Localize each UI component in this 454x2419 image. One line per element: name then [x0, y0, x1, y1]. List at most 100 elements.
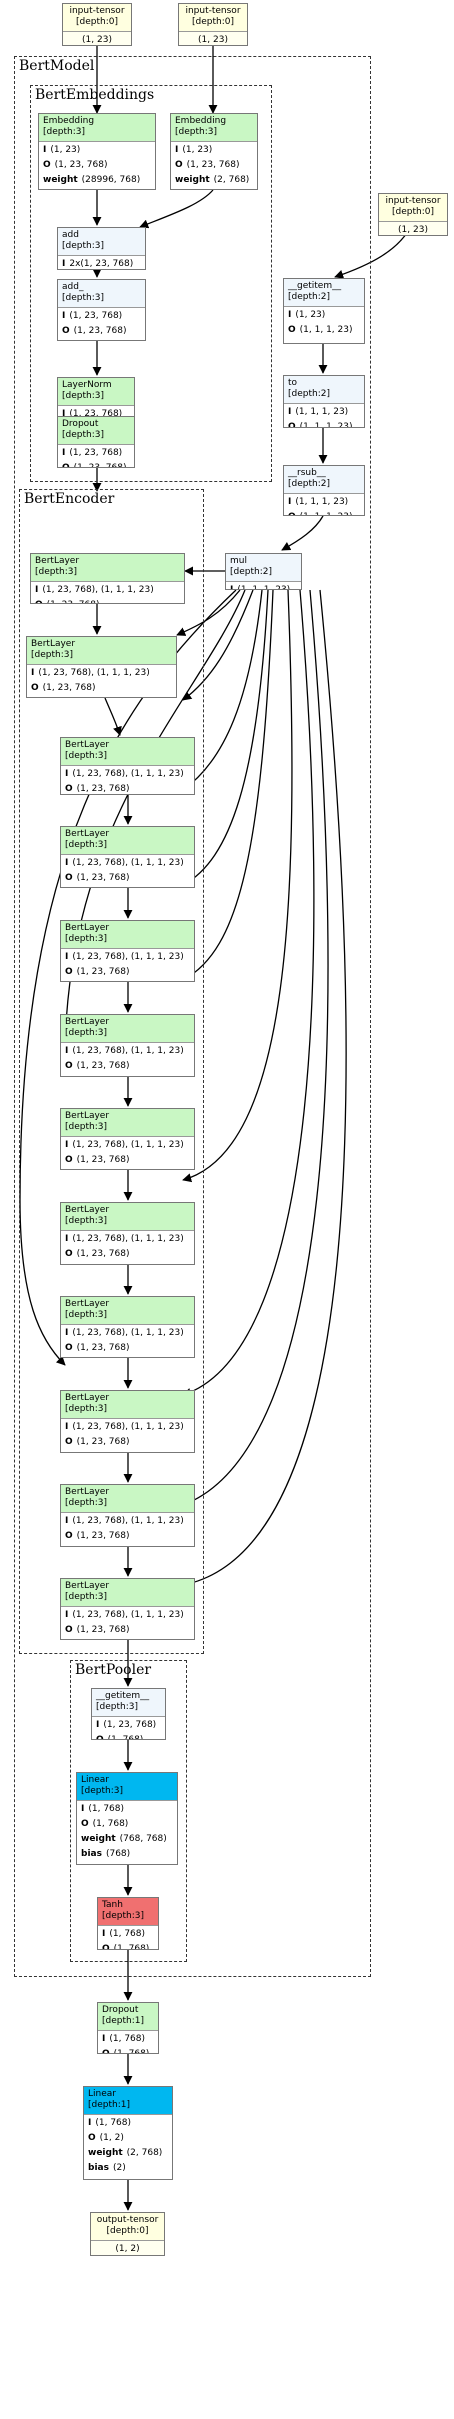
node-depth: [depth:3] [65, 934, 107, 944]
row-key: O [81, 1819, 89, 1829]
row-value: (1, 1, 1, 23) [237, 585, 291, 590]
edge-mul-bl2 [176, 589, 241, 636]
node-row: O(1, 2) [84, 2130, 172, 2145]
node-depth: [depth:3] [65, 1028, 107, 1038]
node-header: BertLayer[depth:3] [31, 554, 184, 582]
row-key: O [35, 600, 43, 603]
row-key: I [65, 769, 69, 779]
row-value: (1, 23, 768) [54, 160, 108, 170]
row-value: (1, 23) [295, 310, 326, 320]
node-depth: [depth:3] [62, 430, 104, 440]
node-row: O(1, 768) [92, 1732, 165, 1740]
bertlayer-node: BertLayer[depth:3]I(1, 23, 768), (1, 1, … [60, 1484, 195, 1547]
node-row: I(1, 1, 1, 23) [284, 404, 364, 419]
row-value: (1, 768) [88, 1804, 125, 1814]
row-key: I [102, 1929, 106, 1939]
node-header: BertLayer[depth:3] [61, 1579, 194, 1607]
node-header: Dropout[depth:1] [98, 2003, 158, 2031]
node-header: __getitem__[depth:2] [284, 279, 364, 307]
edge-mul-bl4 [182, 589, 263, 791]
node-title: BertLayer [65, 829, 110, 839]
node-row: I(1, 23) [171, 142, 257, 157]
node-row: I(1, 23, 768), (1, 1, 1, 23) [61, 855, 194, 870]
row-key: O [65, 873, 73, 883]
node-row: I(1, 23, 768), (1, 1, 1, 23) [61, 1607, 194, 1622]
edge-mul-bl5 [182, 589, 269, 886]
node-depth: [depth:3] [31, 650, 73, 660]
node-row: weight(2, 768) [171, 172, 257, 187]
row-value: (2, 768) [126, 2148, 163, 2158]
node-row: I(1, 23, 768), (1, 1, 1, 23) [61, 1137, 194, 1152]
bertlayer-node: BertLayer[depth:3]I(1, 23, 768), (1, 1, … [60, 1390, 195, 1453]
node-depth: [depth:3] [65, 1404, 107, 1414]
node-title: BertLayer [31, 639, 76, 649]
node-depth: [depth:3] [62, 391, 104, 401]
row-key: O [175, 160, 183, 170]
node-row: O(1, 23, 768) [61, 1058, 194, 1073]
node-row: O(1, 23, 768) [61, 1246, 194, 1261]
node-row: I(1, 768) [98, 1926, 158, 1941]
node-row: O(1, 23, 768) [61, 781, 194, 794]
bertlayer-node: BertLayer[depth:3]I(1, 23, 768), (1, 1, … [60, 826, 195, 888]
node-row: I(1, 23) [284, 307, 364, 322]
row-key: O [65, 1061, 73, 1071]
node-depth: [depth:2] [288, 292, 330, 302]
node-title: add_ [62, 282, 84, 292]
row-key: I [65, 1610, 69, 1620]
row-key: O [62, 463, 70, 468]
node-depth: [depth:3] [62, 293, 104, 303]
node-title: input-tensor [185, 6, 241, 16]
bertlayer-node: BertLayer[depth:3]I(1, 23, 768), (1, 1, … [60, 1014, 195, 1077]
row-value: (1, 23) [182, 145, 213, 155]
node-row: (1, 2) [91, 2241, 164, 2255]
node-row: (1, 23) [179, 32, 247, 45]
row-key: I [65, 1422, 69, 1432]
row-value: (768) [105, 1849, 131, 1859]
row-value: (1, 23, 768), (1, 1, 1, 23) [72, 1610, 184, 1620]
node-depth: [depth:1] [102, 2016, 144, 2026]
node-header: Embedding[depth:3] [39, 114, 155, 142]
node-header: Dropout[depth:3] [58, 417, 134, 445]
node-header: BertLayer[depth:3] [61, 1109, 194, 1137]
row-value: (1, 2) [99, 2133, 124, 2143]
row-value: (1, 768) [113, 1944, 150, 1950]
row-value: (1, 23, 768) [76, 784, 130, 794]
node-row: O(1, 1, 1, 23) [284, 322, 364, 337]
node-header: input-tensor[depth:0] [179, 4, 247, 32]
node-title: Tanh [102, 1900, 123, 1910]
node-header: LayerNorm[depth:3] [58, 378, 134, 406]
row-value: (1, 1, 1, 23) [299, 422, 353, 428]
node-title: __getitem__ [96, 1691, 150, 1701]
row-key: I [288, 497, 292, 507]
node-row: I(1, 768) [77, 1801, 177, 1816]
bertlayer-node: BertLayer[depth:3]I(1, 23, 768), (1, 1, … [60, 920, 195, 982]
row-value: (1, 23, 768) [69, 311, 123, 321]
row-key: I [62, 311, 66, 321]
node-row: O(1, 23, 768) [61, 1528, 194, 1543]
node-depth: [depth:0] [76, 17, 118, 27]
row-key: I [88, 2118, 92, 2128]
row-key: I [288, 407, 292, 417]
row-key: I [65, 1140, 69, 1150]
node-row: I(1, 23, 768) [58, 406, 134, 421]
bertlayer-node: BertLayer[depth:3]I(1, 23, 768), (1, 1, … [60, 1296, 195, 1358]
node-header: __getitem__[depth:3] [92, 1689, 165, 1717]
edge-mul-bl11 [182, 589, 329, 1507]
node-row: O(1, 23, 768) [31, 597, 184, 603]
row-value: 2x(1, 23, 768) [69, 259, 134, 269]
row-value: (1, 768) [92, 1819, 129, 1829]
node-header: output-tensor[depth:0] [91, 2213, 164, 2241]
node-title: __getitem__ [288, 281, 342, 291]
linear-node: Linear[depth:3]I(1, 768)O(1, 768)weight(… [76, 1772, 178, 1865]
node-row: O(1, 23, 768) [61, 1340, 194, 1355]
row-key: I [230, 585, 234, 590]
row-value: (1, 768) [107, 1735, 144, 1740]
row-key: I [62, 259, 66, 269]
node-row: bias(768) [77, 1846, 177, 1861]
node-row: I(1, 23, 768), (1, 1, 1, 23) [27, 665, 176, 680]
row-key: weight [81, 1834, 116, 1844]
node-row: I(1, 23, 768), (1, 1, 1, 23) [61, 1231, 194, 1246]
row-key: O [62, 326, 70, 336]
row-key: O [43, 160, 51, 170]
node-header: Linear[depth:3] [77, 1773, 177, 1801]
